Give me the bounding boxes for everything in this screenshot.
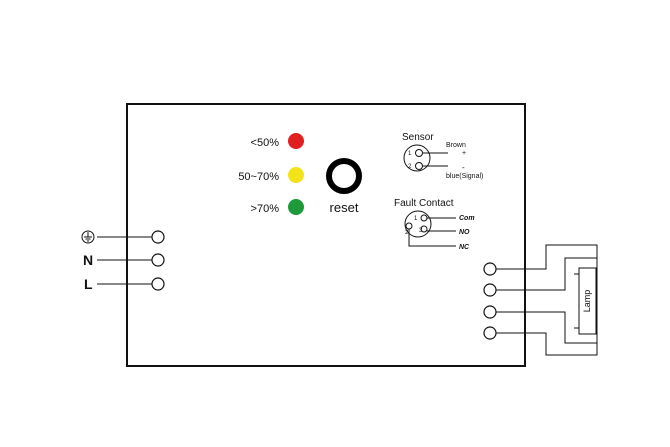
lamp-terminal-4 (483, 326, 497, 340)
fault-contact-pin-3 (420, 225, 428, 233)
indicator-led-yellow (288, 167, 304, 183)
fault-contact-pin-1-number: 1 (414, 216, 418, 222)
earth-ground-icon (81, 230, 95, 244)
neutral-terminal (151, 253, 165, 267)
live-label: L (84, 276, 93, 292)
sensor-wire-blue-label: blue(Signal) (446, 173, 483, 180)
indicator-label-low: <50% (251, 137, 280, 149)
fault-contact-connector-icon (404, 210, 432, 238)
lamp-terminal-1 (483, 262, 497, 276)
lamp-terminal-2 (483, 283, 497, 297)
sensor-wire-plus-label: + (462, 150, 466, 157)
fault-contact-no-label: NO (459, 229, 470, 236)
reset-label: reset (330, 200, 359, 215)
fault-contact-title: Fault Contact (394, 198, 454, 209)
live-terminal (151, 277, 165, 291)
sensor-pin-1-number: 1 (408, 151, 412, 157)
indicator-led-green (288, 199, 304, 215)
lamp-terminal-3 (483, 305, 497, 319)
neutral-label: N (83, 252, 93, 268)
indicator-label-mid: 50~70% (238, 171, 279, 183)
indicator-led-red (288, 133, 304, 149)
fault-contact-pin-2 (405, 222, 413, 230)
fault-contact-pin-1 (420, 214, 428, 222)
sensor-title: Sensor (402, 132, 434, 143)
lamp-tube (578, 267, 597, 335)
fault-contact-wire-nc (408, 229, 456, 247)
sensor-wire-brown-label: Brown (446, 142, 466, 149)
lamp-label: Lamp (582, 290, 592, 313)
fault-contact-pin-2-number: 2 (405, 230, 409, 236)
sensor-connector-icon (403, 144, 431, 172)
sensor-wire-minus-label: - (462, 163, 465, 172)
indicator-label-high: >70% (251, 203, 280, 215)
sensor-pin-2 (415, 162, 423, 170)
fault-contact-pin-3-number: 3 (419, 228, 423, 234)
ground-terminal (151, 230, 165, 244)
sensor-pin-2-number: 2 (408, 164, 412, 170)
fault-contact-com-label: Com (459, 215, 475, 222)
reset-button[interactable] (326, 158, 362, 194)
fault-contact-nc-label: NC (459, 244, 470, 251)
sensor-pin-1 (415, 149, 423, 157)
device-enclosure (126, 103, 526, 367)
